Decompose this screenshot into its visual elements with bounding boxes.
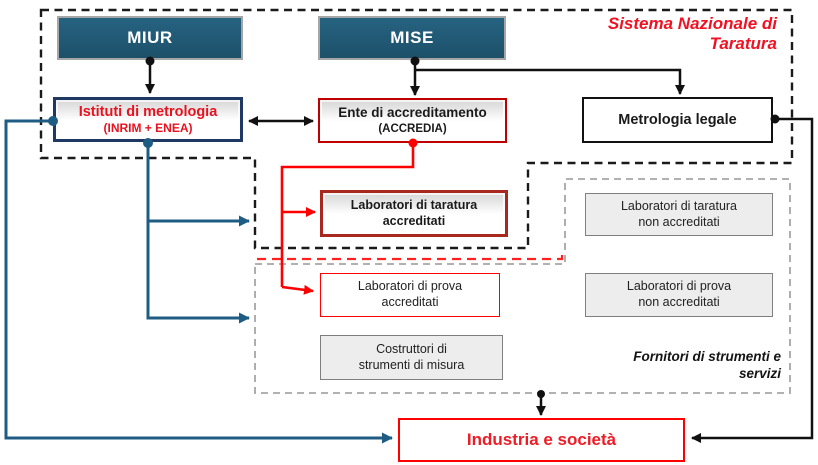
node-lab-taratura-non-accreditati: Laboratori di taratura non accreditati xyxy=(585,193,773,236)
node-lab-prova-accreditati: Laboratori di prova accreditati xyxy=(320,273,500,317)
node-ente-line2: (ACCREDIA) xyxy=(378,122,447,135)
node-costruttori-line2: strumenti di misura xyxy=(358,357,465,372)
node-mise: MISE xyxy=(318,16,506,60)
fornitori-line1: Fornitori di strumenti e xyxy=(633,349,781,364)
node-ente-di-accreditamento: Ente di accreditamento (ACCREDIA) xyxy=(318,98,507,143)
red-dashed-divider xyxy=(257,249,564,261)
fornitori-line2: servizi xyxy=(738,365,781,381)
node-lab-prova-acc-line1: Laboratori di prova xyxy=(357,279,463,294)
node-metrologia-label: Metrologia legale xyxy=(618,111,737,128)
node-lab-taratura-accreditati: Laboratori di taratura accreditati xyxy=(320,190,508,237)
node-metrologia-legale: Metrologia legale xyxy=(582,97,773,143)
node-industria-e-societa: Industria e società xyxy=(398,418,685,462)
diagram-title: Sistema Nazionale di Taratura xyxy=(547,14,777,54)
arrow-istituti-to-prova-zone xyxy=(146,143,250,324)
node-lab-taratura-acc-line1: Laboratori di taratura xyxy=(350,197,478,212)
diagram-title-line1: Sistema Nazionale di xyxy=(607,14,777,33)
node-costruttori-line1: Costruttori di xyxy=(376,341,447,356)
node-miur: MIUR xyxy=(57,16,243,60)
node-lab-prova-non-acc-line2: non accreditati xyxy=(638,295,720,309)
diagram-title-line2: Taratura xyxy=(709,34,777,53)
junction-dot-fornitori xyxy=(537,390,545,398)
node-miur-label: MIUR xyxy=(127,28,173,48)
node-istituti-line2: (INRIM + ENEA) xyxy=(103,121,193,136)
node-istituti-di-metrologia: Istituti di metrologia (INRIM + ENEA) xyxy=(53,97,243,142)
node-mise-label: MISE xyxy=(390,28,434,48)
fornitori-zone-label: Fornitori di strumenti e servizi xyxy=(531,349,781,382)
node-lab-taratura-acc-line2: accreditati xyxy=(382,213,446,228)
node-costruttori-strumenti: Costruttori di strumenti di misura xyxy=(320,335,503,380)
node-industria-label: Industria e società xyxy=(466,430,617,450)
arrow-ente-to-lab-prova-acc xyxy=(281,284,314,295)
node-lab-taratura-non-acc-line1: Laboratori di taratura xyxy=(620,198,738,213)
node-lab-taratura-non-acc-line2: non accreditati xyxy=(638,214,720,229)
node-lab-prova-acc-line2: accreditati xyxy=(381,295,439,309)
arrow-mise-to-metrologia xyxy=(415,68,685,95)
node-lab-prova-non-accreditati: Laboratori di prova non accreditati xyxy=(585,273,773,317)
node-istituti-line1: Istituti di metrologia xyxy=(78,103,218,120)
node-ente-line1: Ente di accreditamento xyxy=(338,104,487,120)
node-lab-prova-non-acc-line1: Laboratori di prova xyxy=(626,279,732,294)
